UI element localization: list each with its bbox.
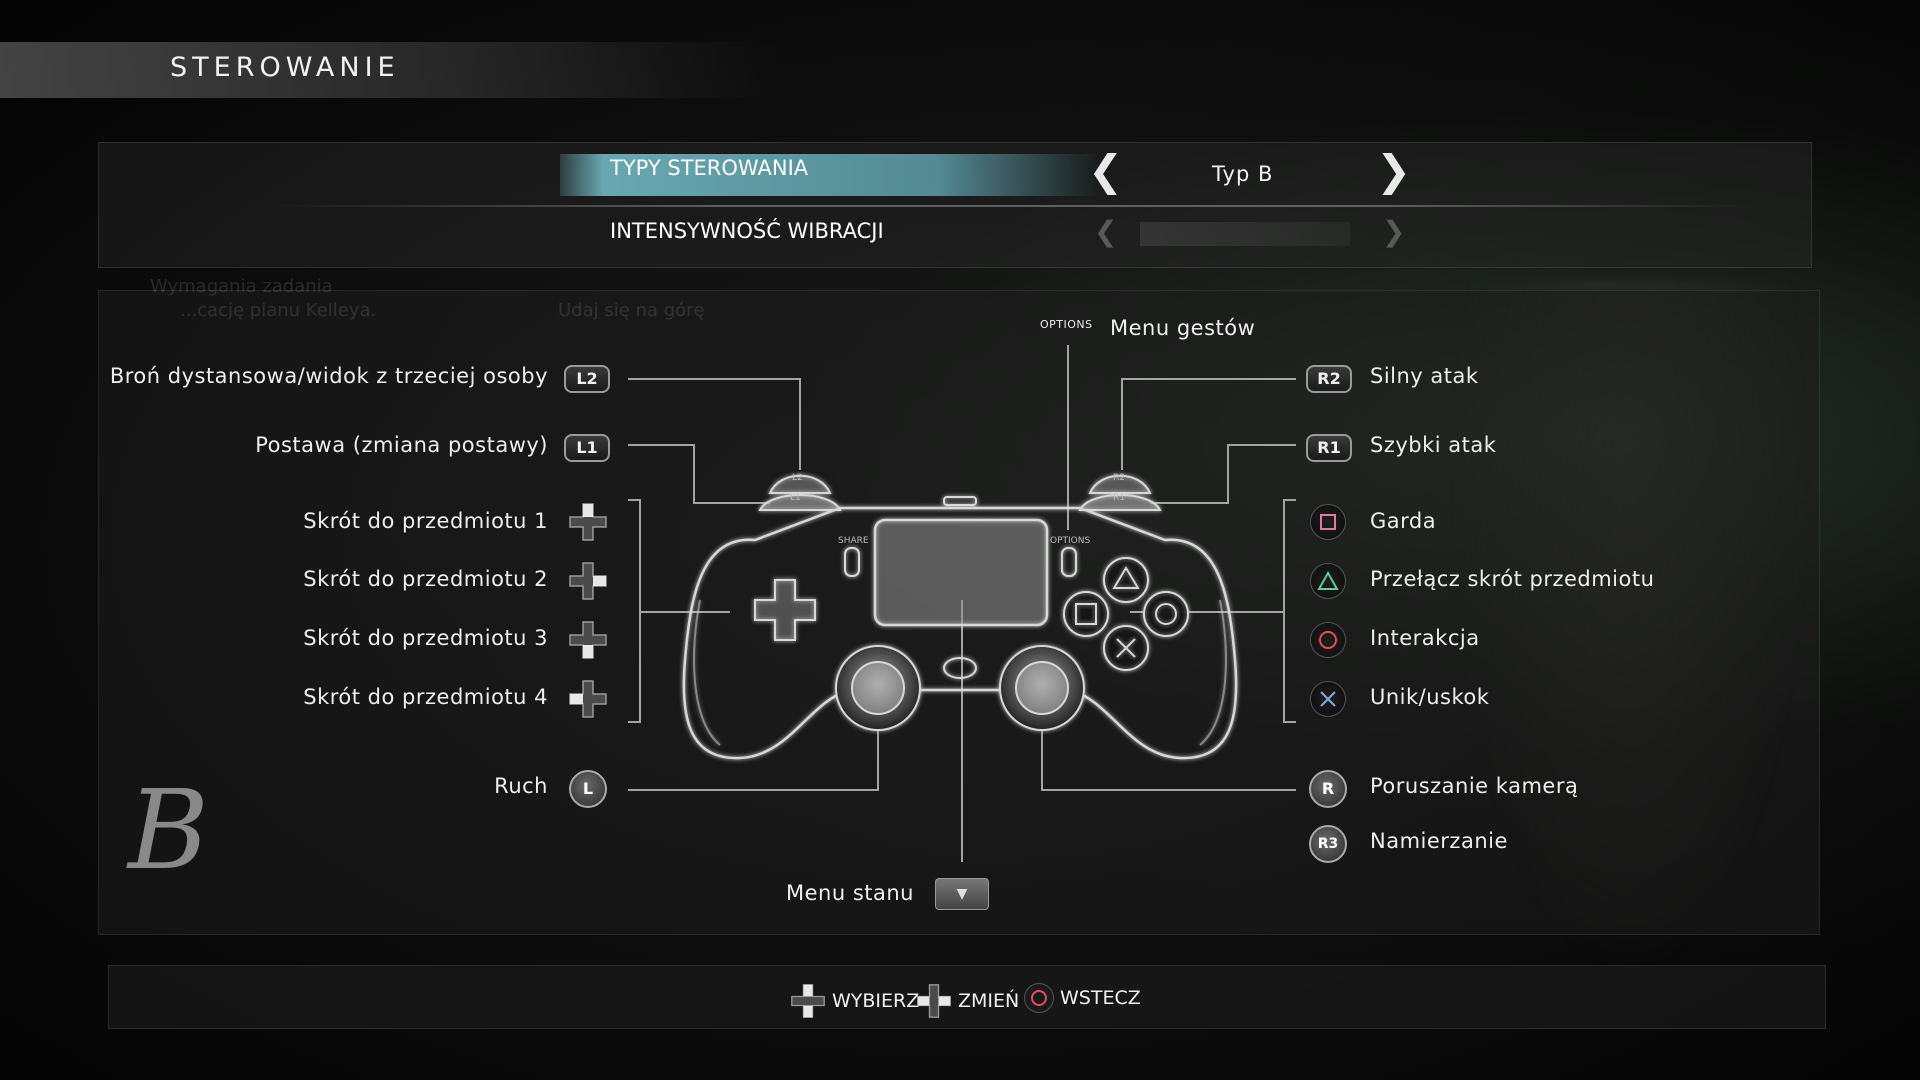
dpad-left-icon	[569, 680, 607, 718]
r2-button-icon: R2	[1306, 365, 1352, 393]
r1-button-icon: R1	[1306, 434, 1352, 462]
dpad-vertical-icon	[791, 984, 825, 1018]
vibration-label: INTENSYWNOŚĆ WIBRACJI	[610, 219, 884, 243]
ghost-text-1: Wymagania zadania	[150, 276, 333, 297]
control-type-b-logo: B	[128, 766, 209, 894]
triangle-button-icon	[1310, 563, 1346, 599]
footer-back[interactable]: WSTECZ	[1024, 983, 1141, 1013]
row-separator	[270, 205, 1750, 207]
circle-button-icon	[1310, 622, 1346, 658]
dpad-down-icon	[569, 621, 607, 659]
right-stick-icon: R	[1309, 770, 1347, 808]
footer-select-label: WYBIERZ	[832, 990, 920, 1012]
control-type-value: Typ B	[1212, 162, 1274, 186]
circle-button-icon	[1024, 983, 1054, 1013]
dpad-up-icon	[569, 503, 607, 541]
label-switch-item-shortcut: Przełącz skrót przedmiotu	[1370, 567, 1655, 591]
label-ranged-weapon: Broń dystansowa/widok z trzeciej osoby	[109, 364, 548, 388]
label-interaction: Interakcja	[1370, 626, 1480, 650]
label-lock-on: Namierzanie	[1370, 829, 1508, 853]
label-stance: Postawa (zmiana postawy)	[255, 433, 548, 457]
cross-button-icon	[1310, 681, 1346, 717]
title-bar	[0, 42, 780, 98]
label-item-shortcut-4: Skrót do przedmiotu 4	[303, 685, 548, 709]
vibration-next-arrow[interactable]: ❯	[1382, 215, 1406, 248]
label-dodge: Unik/uskok	[1370, 685, 1490, 709]
label-item-shortcut-2: Skrót do przedmiotu 2	[303, 567, 548, 591]
footer-back-label: WSTECZ	[1060, 987, 1141, 1009]
control-type-next-arrow[interactable]: ❯	[1376, 146, 1412, 195]
label-heavy-attack: Silny atak	[1370, 364, 1479, 388]
vibration-slider[interactable]	[1140, 222, 1350, 246]
label-movement: Ruch	[494, 774, 548, 798]
footer-change-label: ZMIEŃ	[958, 990, 1020, 1012]
square-button-icon	[1310, 504, 1346, 540]
footer-change[interactable]: ZMIEŃ	[916, 983, 1019, 1019]
footer-select[interactable]: WYBIERZ	[790, 983, 919, 1019]
label-quick-attack: Szybki atak	[1370, 433, 1497, 457]
footer-bar	[108, 965, 1826, 1029]
page-title: STEROWANIE	[170, 52, 400, 83]
left-stick-icon: L	[569, 770, 607, 808]
control-type-row-highlight[interactable]	[560, 154, 1100, 196]
r3-button-icon: R3	[1309, 825, 1347, 863]
label-status-menu: Menu stanu	[786, 881, 914, 905]
dpad-horizontal-icon	[917, 984, 951, 1018]
label-gesture-menu: Menu gestów	[1110, 316, 1256, 340]
label-item-shortcut-3: Skrót do przedmiotu 3	[303, 626, 548, 650]
ghost-text-2: ...cację planu Kelleya.	[180, 300, 377, 321]
label-item-shortcut-1: Skrót do przedmiotu 1	[303, 509, 548, 533]
touchpad-button-icon: ▼	[935, 878, 989, 910]
control-type-prev-arrow[interactable]: ❮	[1088, 146, 1124, 195]
dpad-right-icon	[569, 562, 607, 600]
vibration-prev-arrow[interactable]: ❮	[1094, 215, 1118, 248]
label-camera-movement: Poruszanie kamerą	[1370, 774, 1579, 798]
l2-button-icon: L2	[564, 365, 610, 393]
control-type-label: TYPY STEROWANIA	[610, 156, 809, 180]
options-button-icon: OPTIONS	[1040, 318, 1093, 331]
ghost-text-3: Udaj się na górę	[558, 300, 705, 321]
l1-button-icon: L1	[564, 434, 610, 462]
label-guard: Garda	[1370, 509, 1437, 533]
